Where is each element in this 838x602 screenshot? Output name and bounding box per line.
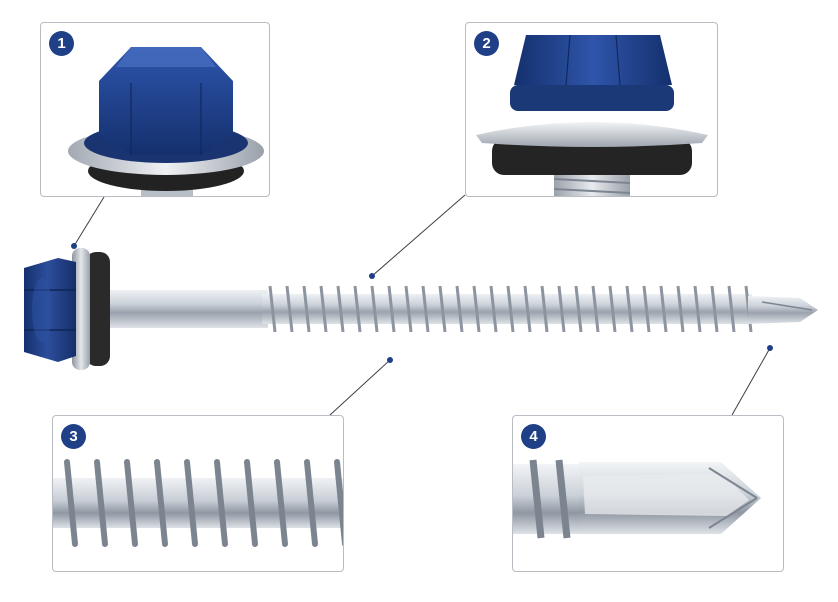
screw-epdm-washer	[86, 252, 110, 366]
leader-line-3	[329, 359, 391, 416]
washer-detail-image	[476, 34, 708, 196]
drill-point-detail-image	[513, 459, 761, 539]
leader-dot-1	[71, 243, 77, 249]
screw-threaded-body	[262, 294, 752, 324]
leader-dot-4	[767, 345, 773, 351]
callout-badge-1: 1	[49, 31, 74, 56]
callout-box-4: 4	[512, 415, 784, 572]
callout-box-2: 2	[465, 22, 718, 197]
callout-box-3: 3	[52, 415, 344, 572]
leader-dot-3	[387, 357, 393, 363]
screw-threads	[268, 285, 753, 333]
callout-badge-4: 4	[521, 424, 546, 449]
screw-metal-washer	[72, 248, 90, 370]
leader-dot-2	[369, 273, 375, 279]
callout-badge-2: 2	[474, 31, 499, 56]
callout-box-1: 1	[40, 22, 270, 197]
leader-line-2	[371, 194, 466, 277]
leader-line-4	[731, 347, 771, 416]
thread-detail-image	[53, 459, 343, 547]
leader-line-1	[73, 196, 105, 247]
head-detail-image	[68, 47, 264, 196]
screw-shank	[108, 290, 268, 328]
callout-badge-3: 3	[61, 424, 86, 449]
